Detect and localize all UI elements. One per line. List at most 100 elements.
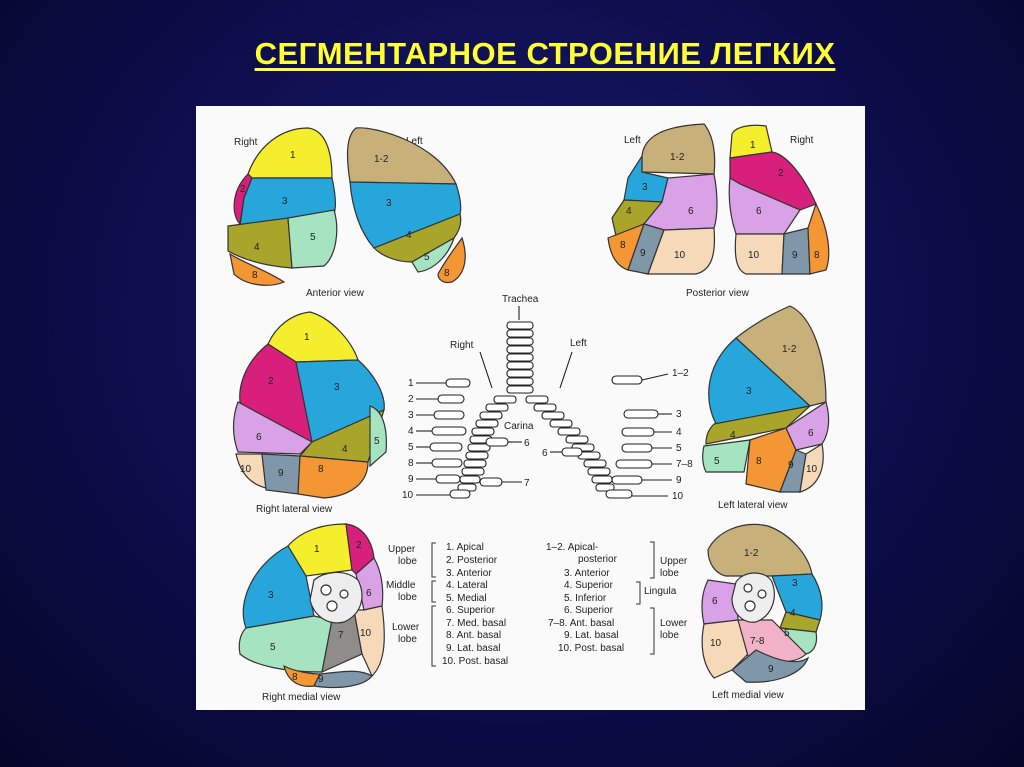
ant-l-seg12 [346,127,457,185]
left-branch-5 [621,443,653,453]
post-l-seg4-label: 4 [626,206,632,217]
bronchus-ring [525,395,549,404]
lmed-seg9 [731,649,810,683]
llat-seg8-label: 8 [756,456,762,467]
right-num-6: 6 [524,438,530,449]
trachea-label: Trachea [502,294,539,305]
bronchus-ring [471,427,495,436]
bronchus-ring [565,435,589,444]
post-r-seg2-label: 2 [778,168,784,179]
trachea-ring [506,377,534,386]
ant-l-seg8-label: 8 [444,268,450,279]
right-branch-6 [485,437,509,447]
legend-r-item-7: 7. Med. basal [446,618,506,629]
rlat-seg6-label: 6 [256,432,262,443]
rmed-hilum [309,571,363,624]
trachea [506,321,534,394]
left-branch-labels: 1–2 3 4 5 7–8 9 10 6 [542,368,693,502]
legend-l-lower: Lower [660,618,688,629]
rlat-seg4-label: 4 [342,444,348,455]
ant-l-seg5-label: 5 [424,252,430,263]
legend-r-item-6: 6. Superior [446,605,496,616]
bronchus-ring [493,395,517,404]
right-branch-3 [433,410,465,420]
bronchus-ring [463,459,487,468]
bronchus-ring [465,451,489,460]
llat-seg12 [735,305,827,407]
legend-r-lobe2: lobe [398,592,417,603]
ant-l-seg12-label: 1-2 [374,154,389,165]
post-r-seg10 [734,233,785,275]
rlat-seg6 [232,401,313,455]
post-r-seg8-label: 8 [814,250,820,261]
legend-l-upper: Upper [660,556,688,567]
left-num-9: 9 [676,475,682,486]
rlat-seg3-label: 3 [334,382,340,393]
rlat-seg1 [267,311,359,363]
legend-r-item-2: 2. Posterior [446,555,498,566]
legend-l-item-10: 10. Post. basal [558,643,624,654]
right-num-9: 9 [408,474,414,485]
right-num-5: 5 [408,442,414,453]
legend-l-item-4: 4. Superior [564,580,614,591]
ant-l-seg8 [437,236,466,284]
rmed-seg9-label: 9 [318,674,324,685]
right-branch-2 [437,394,465,404]
lmed-seg12-label: 1-2 [744,548,759,559]
bronchi-right-label: Right [450,340,474,351]
right-segmental-bronchi [429,378,509,499]
rlat-seg10-label: 10 [240,464,252,475]
left-lateral-view: 1-2 3 4 5 6 8 9 10 Left lateral view [702,305,830,511]
post-r-seg6 [728,177,801,235]
trachea-ring [506,337,534,346]
bronchus-ring [595,483,615,492]
ant-r-seg8 [229,252,286,286]
right-branch-4 [431,426,467,436]
ant-r-seg5-label: 5 [310,232,316,243]
lung-segments-diagram: Right Left 1 2 3 4 5 8 1-2 3 4 5 8 Anter… [227,123,830,703]
llat-seg9-label: 9 [788,460,794,471]
left-branch-78 [615,459,653,469]
bronchus-ring [461,467,485,476]
legend-r-bracket-upper [431,542,436,578]
rlat-seg5 [369,405,387,468]
lmed-seg3-label: 3 [792,578,798,589]
left-branch-12 [611,375,643,385]
bronchus-ring [557,427,581,436]
left-branch-6 [561,447,583,457]
bronchus-ring [587,467,611,476]
rlat-seg1-label: 1 [304,332,310,343]
lmed-seg9-label: 9 [768,664,774,675]
posterior-view: Left Right 1-2 3 4 6 8 9 10 1 2 6 10 9 [607,123,830,299]
llat-seg5-label: 5 [714,456,720,467]
right-branch-7 [479,477,503,487]
left-num-78: 7–8 [676,459,693,470]
legend-l-item-12: 1–2. Apical- [546,542,598,553]
legend-r-item-9: 9. Lat. basal [446,643,500,654]
rmed-seg8-label: 8 [292,672,298,683]
legend-r-bracket-middle [431,580,436,603]
left-num-12: 1–2 [672,368,689,379]
right-medial-view: 1 2 3 5 6 7 8 9 10 Right medial view [238,523,385,703]
post-l-seg8-label: 8 [620,240,626,251]
llat-seg10-label: 10 [806,464,818,475]
posterior-right-label: Right [790,135,814,146]
bronchial-tree: Trachea Right Left Carina [402,294,693,502]
legend-right: Upper lobe Middle lobe Lower lobe 1. Api… [386,542,508,667]
post-l-seg10 [647,227,716,275]
page-title: СЕГМЕНТАРНОЕ СТРОЕНИЕ ЛЕГКИХ [254,36,836,71]
bronchus-ring [541,411,565,420]
legend-r-item-10: 10. Post. basal [442,656,508,667]
posterior-left-label: Left [624,135,641,146]
right-leader [479,351,493,389]
ant-r-seg1-label: 1 [290,150,296,161]
rmed-seg6-label: 6 [366,588,372,599]
trachea-ring [506,345,534,354]
llat-seg10 [799,443,824,493]
rmed-seg5 [238,615,333,673]
legend-l-lobe1: lobe [660,568,679,579]
legend-l-bracket-upper [650,541,655,579]
legend-l-item-5: 5. Inferior [564,593,607,604]
legend-l-item-12b: posterior [578,554,618,565]
llat-seg5 [702,439,751,473]
